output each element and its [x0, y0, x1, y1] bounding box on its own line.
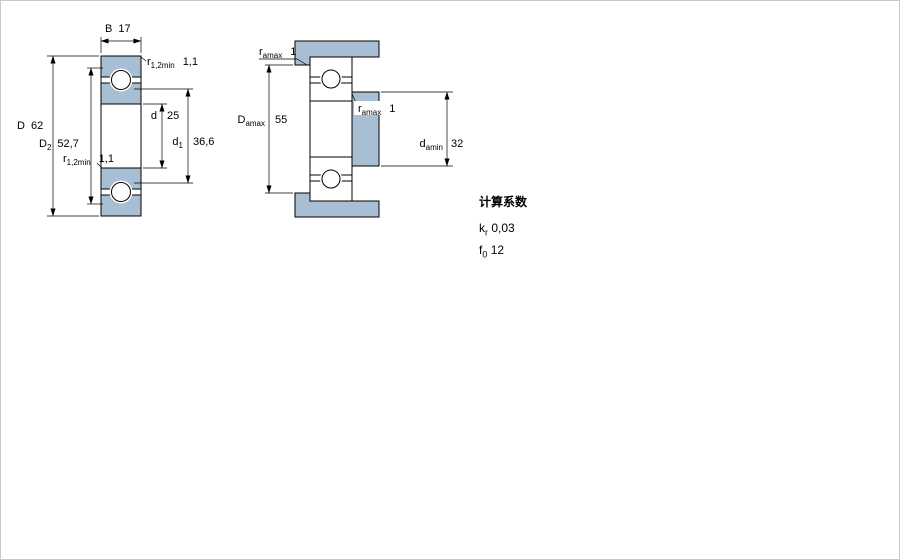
dim-da-min-value: 32 — [451, 138, 463, 150]
dim-d-bore-label: d — [151, 110, 157, 122]
ball-lower — [111, 182, 131, 202]
dim-housing-shoulder-Da: Damax 55 — [237, 64, 293, 194]
dim-d1-value: 36,6 — [193, 136, 214, 148]
dim-shoulder-diameter-d1: d1 36,6 — [134, 88, 214, 184]
ball-upper-right — [321, 69, 341, 89]
calculation-factors: 计算系数 kr 0,03 f0 12 — [479, 193, 527, 264]
dim-da-max-value: 55 — [275, 114, 287, 126]
dim-da-max-label: Damax — [237, 114, 265, 128]
dim-da-min-label: damin — [420, 138, 443, 152]
dim-shaft-shoulder-da: damin 32 — [381, 91, 463, 167]
ball-upper — [111, 70, 131, 90]
dim-bore-diameter-d: d 25 — [143, 103, 179, 169]
factor-f0: f0 12 — [479, 243, 505, 260]
ball-lower-right — [321, 169, 341, 189]
dim-d1-label: d1 — [172, 136, 183, 150]
factor-kr: kr 0,03 — [479, 221, 515, 238]
dim-d-bore-value: 25 — [167, 110, 179, 122]
calculation-factors-title: 计算系数 — [479, 195, 528, 209]
